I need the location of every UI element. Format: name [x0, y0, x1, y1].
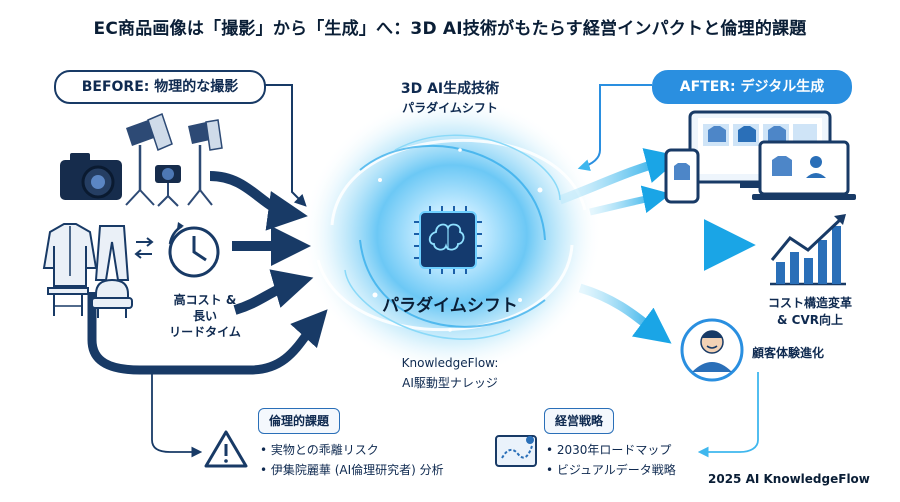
ai-tech-title: 3D AI生成技術 [400, 81, 500, 97]
roadmap-icon [495, 435, 537, 467]
knowledgeflow-sublabel: AI駆動型ナレッジ [402, 376, 498, 390]
laptop-icon [752, 140, 856, 200]
strategy-connector-line [697, 372, 759, 458]
swap-arrows-icon [134, 237, 154, 259]
page-title: EC商品画像は「撮影」から「生成」へ：3D AI技術がもたらす経営インパクトと倫… [93, 19, 807, 39]
cost-label-line: 長い [192, 309, 217, 323]
strategy-title: 経営戦略 [544, 408, 615, 434]
ai-chip-icon [414, 206, 482, 274]
cost-label-line: リードタイム [169, 325, 241, 339]
studio-light-icon [187, 119, 223, 206]
ethics-connector-line [151, 372, 203, 458]
cost-label-line: 高コスト & [173, 293, 237, 307]
smartphone-icon [664, 148, 700, 204]
clock-icon [168, 222, 220, 278]
after-label: AFTER: デジタル生成 [652, 70, 852, 104]
cost-transform-label: コスト構造変革 [767, 296, 852, 310]
strategy-item: • ビジュアルデータ戦略 [546, 463, 676, 477]
before-to-ai-arrows [87, 171, 328, 375]
ethics-item: • 伊集院麗華 (AI倫理研究者) 分析 [260, 463, 444, 477]
table-icon [47, 287, 89, 316]
knowledgeflow-label: KnowledgeFlow: [401, 356, 499, 370]
warning-icon [204, 430, 248, 468]
after-connector-line [577, 84, 652, 171]
before-label: BEFORE: 物理的な撮影 [54, 70, 266, 104]
armchair-icon [91, 278, 133, 318]
strategy-item: • 2030年ロードマップ [546, 443, 672, 457]
tripod-camera-icon [155, 165, 181, 207]
growth-chart-icon [770, 214, 846, 286]
paradigm-shift-label: パラダイムシフト [382, 296, 518, 316]
ai-tech-subtitle: パラダイムシフト [402, 101, 498, 115]
pants-icon [94, 225, 130, 281]
customer-avatar-icon [680, 318, 744, 382]
ai-to-after-arrows [558, 148, 756, 344]
camera-icon [60, 153, 122, 200]
before-connector-line [262, 84, 307, 207]
jacket-icon [42, 223, 98, 287]
ethics-title: 倫理的課題 [258, 408, 341, 434]
studio-light-icon [125, 112, 173, 206]
ethics-item: • 実物との乖離リスク [260, 443, 379, 457]
copyright-label: 2025 AI KnowledgeFlow [708, 472, 870, 486]
cvr-label: & CVR向上 [777, 313, 843, 327]
cx-evolution-label: 顧客体験進化 [752, 346, 825, 360]
